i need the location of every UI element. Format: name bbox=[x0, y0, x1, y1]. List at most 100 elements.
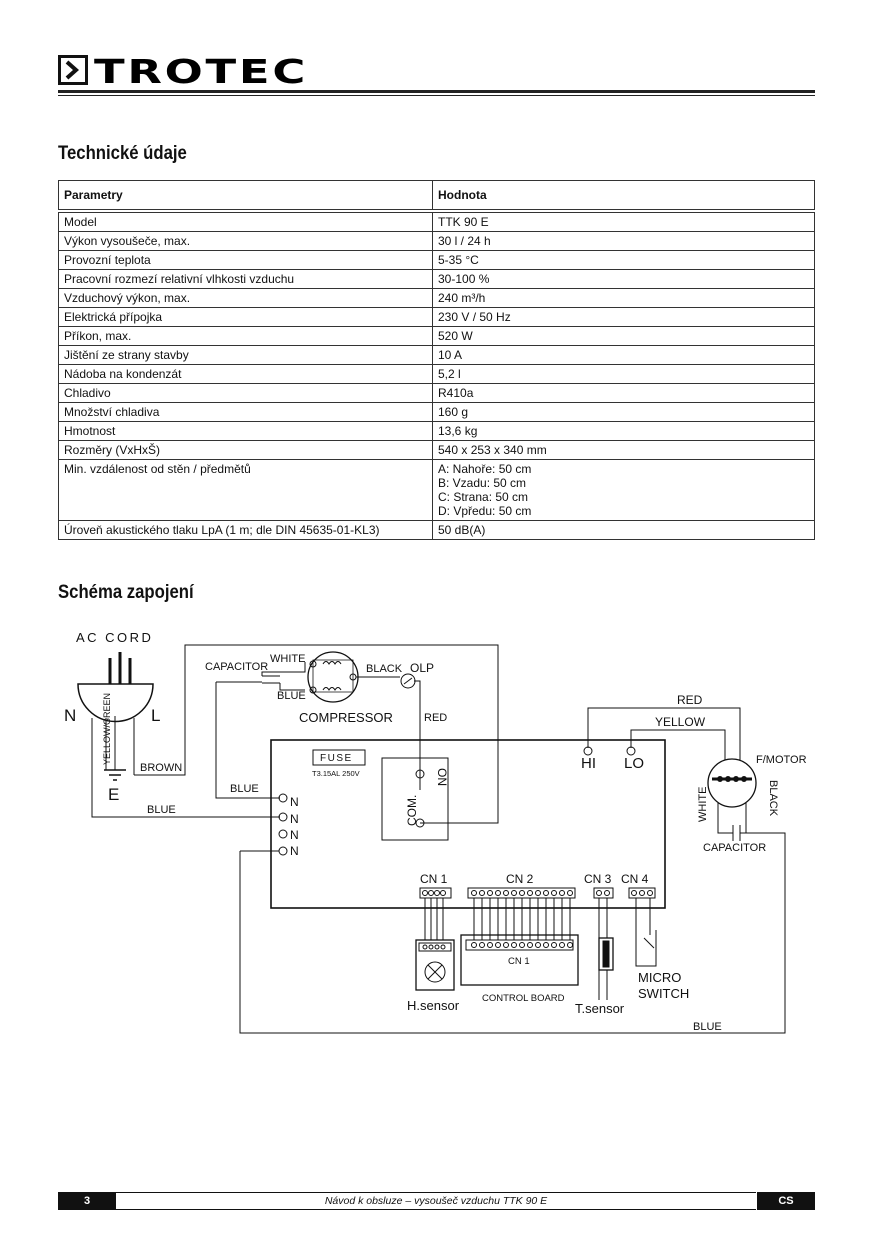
clearance-top: A: Nahoře: 50 cm bbox=[438, 462, 532, 476]
label-l: L bbox=[151, 706, 160, 725]
param-cell: Rozměry (VxHxŠ) bbox=[58, 440, 433, 460]
param-cell: Provozní teplota bbox=[58, 250, 433, 270]
header-rule bbox=[58, 90, 815, 93]
language-code: CS bbox=[757, 1192, 815, 1210]
value-cell: 30-100 % bbox=[432, 269, 815, 289]
label-terminal-n2: N bbox=[290, 812, 299, 826]
param-cell: Elektrická přípojka bbox=[58, 307, 433, 327]
label-blue-bottom: BLUE bbox=[693, 1021, 722, 1033]
label-cn1-board: CN 1 bbox=[508, 956, 530, 967]
table-row: Výkon vysoušeče, max.30 l / 24 h bbox=[58, 231, 815, 251]
value-cell: 10 A bbox=[432, 345, 815, 365]
label-cn3: CN 3 bbox=[584, 872, 612, 886]
table-header-row: Parametry Hodnota bbox=[58, 180, 815, 212]
label-switch: SWITCH bbox=[638, 986, 689, 1001]
table-row: Úroveň akustického tlaku LpA (1 m; dle D… bbox=[58, 520, 815, 540]
footer-title: Návod k obsluze – vysoušeč vzduchu TTK 9… bbox=[116, 1192, 756, 1210]
label-micro: MICRO bbox=[638, 970, 681, 985]
value-cell: 240 m³/h bbox=[432, 288, 815, 308]
param-cell: Množství chladiva bbox=[58, 402, 433, 422]
label-black-top: BLACK bbox=[366, 663, 403, 675]
label-on-relay: ON bbox=[435, 768, 449, 786]
label-black-right: BLACK bbox=[767, 780, 779, 817]
label-yellow-right: YELLOW bbox=[655, 715, 706, 729]
header-rule-thin bbox=[58, 95, 815, 96]
label-red-top: RED bbox=[424, 712, 447, 724]
table-row: Pracovní rozmezí relativní vlhkosti vzdu… bbox=[58, 269, 815, 289]
label-fuse-rating: T3.15AL 250V bbox=[312, 769, 360, 778]
wiring-diagram: AC CORD N L YELLOW/GREEN E BROWN BLUE BL… bbox=[64, 630, 807, 1034]
label-yellow-green: YELLOW/GREEN bbox=[102, 693, 112, 765]
page-number: 3 bbox=[58, 1192, 116, 1210]
trotec-logo: TROTEC bbox=[58, 52, 308, 90]
label-e: E bbox=[108, 785, 119, 804]
header-param: Parametry bbox=[58, 180, 433, 212]
label-terminal-n1: N bbox=[290, 795, 299, 809]
label-n: N bbox=[64, 706, 76, 725]
label-cn4: CN 4 bbox=[621, 872, 649, 886]
param-cell: Hmotnost bbox=[58, 421, 433, 441]
label-fuse: FUSE bbox=[320, 753, 353, 764]
value-cell: 540 x 253 x 340 mm bbox=[432, 440, 815, 460]
label-blue-top: BLUE bbox=[277, 690, 306, 702]
param-cell: Min. vzdálenost od stěn / předmětů bbox=[58, 459, 433, 521]
param-cell: Jištění ze strany stavby bbox=[58, 345, 433, 365]
header-value: Hodnota bbox=[432, 180, 815, 212]
param-cell: Model bbox=[58, 210, 433, 232]
cn2-pins bbox=[471, 890, 573, 940]
table-row: Min. vzdálenost od stěn / předmětů A: Na… bbox=[58, 459, 815, 521]
value-cell: 30 l / 24 h bbox=[432, 231, 815, 251]
label-control-board: CONTROL BOARD bbox=[482, 993, 565, 1004]
label-brown: BROWN bbox=[140, 762, 182, 774]
label-compressor: COMPRESSOR bbox=[299, 710, 393, 725]
page-footer: 3 Návod k obsluze – vysoušeč vzduchu TTK… bbox=[58, 1192, 815, 1210]
label-capacitor-top: CAPACITOR bbox=[205, 661, 268, 673]
label-terminal-n4: N bbox=[290, 844, 299, 858]
param-cell: Pracovní rozmezí relativní vlhkosti vzdu… bbox=[58, 269, 433, 289]
value-cell: 5,2 l bbox=[432, 364, 815, 384]
param-cell: Výkon vysoušeče, max. bbox=[58, 231, 433, 251]
label-white-top: WHITE bbox=[270, 653, 305, 665]
table-row: Rozměry (VxHxŠ)540 x 253 x 340 mm bbox=[58, 440, 815, 460]
label-red-right: RED bbox=[677, 693, 703, 707]
param-cell: Příkon, max. bbox=[58, 326, 433, 346]
label-blue-mid: BLUE bbox=[230, 783, 259, 795]
value-cell: 520 W bbox=[432, 326, 815, 346]
label-lo: LO bbox=[624, 755, 644, 772]
value-cell: R410a bbox=[432, 383, 815, 403]
label-hi: HI bbox=[581, 755, 596, 772]
clearance-rear: B: Vzadu: 50 cm bbox=[438, 476, 527, 490]
param-cell: Úroveň akustického tlaku LpA (1 m; dle D… bbox=[58, 520, 433, 540]
value-cell: 13,6 kg bbox=[432, 421, 815, 441]
table-row: Vzduchový výkon, max.240 m³/h bbox=[58, 288, 815, 308]
value-cell: A: Nahoře: 50 cm B: Vzadu: 50 cm C: Stra… bbox=[432, 459, 815, 521]
section-title-tech: Technické údaje bbox=[58, 143, 187, 164]
label-ac-cord: AC CORD bbox=[76, 630, 153, 645]
value-cell: 230 V / 50 Hz bbox=[432, 307, 815, 327]
label-cn2: CN 2 bbox=[506, 872, 534, 886]
value-cell: TTK 90 E bbox=[432, 210, 815, 232]
label-white-right: WHITE bbox=[697, 787, 709, 822]
label-t-sensor: T.sensor bbox=[575, 1001, 625, 1016]
clearance-side: C: Strana: 50 cm bbox=[438, 490, 529, 504]
param-cell: Nádoba na kondenzát bbox=[58, 364, 433, 384]
value-cell: 160 g bbox=[432, 402, 815, 422]
table-row: Příkon, max.520 W bbox=[58, 326, 815, 346]
brand-wordmark: TROTEC bbox=[94, 52, 308, 90]
label-olp: OLP bbox=[410, 661, 434, 675]
clearance-front: D: Vpředu: 50 cm bbox=[438, 504, 532, 518]
label-blue-left: BLUE bbox=[147, 804, 176, 816]
label-cn1: CN 1 bbox=[420, 872, 448, 886]
value-cell: 50 dB(A) bbox=[432, 520, 815, 540]
param-cell: Chladivo bbox=[58, 383, 433, 403]
section-title-schema: Schéma zapojení bbox=[58, 582, 194, 603]
control-board-pins bbox=[471, 942, 573, 948]
